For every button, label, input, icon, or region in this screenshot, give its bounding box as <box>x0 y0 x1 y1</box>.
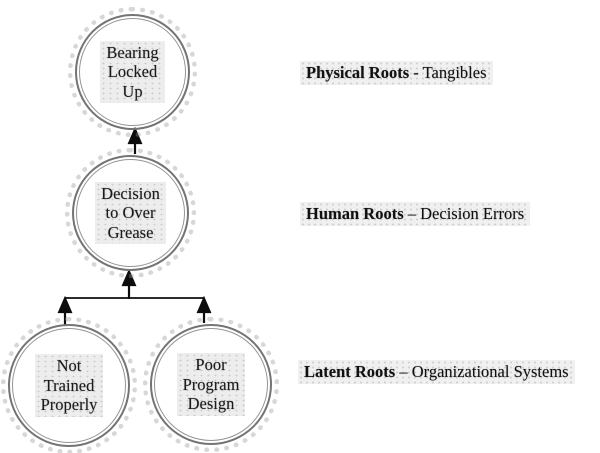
level-label-bold: Human Roots <box>306 204 404 223</box>
level-label-latent-roots: Latent Roots – Organizational Systems <box>298 360 575 384</box>
arrow-right-to-bus-head <box>196 295 212 314</box>
level-label-rest: - Tangibles <box>413 63 487 82</box>
level-label-bold: Latent Roots <box>304 362 396 381</box>
node-text-line: Trained <box>43 375 95 395</box>
node-text-line: Program <box>182 374 240 394</box>
node-text-line: to Over <box>105 203 156 223</box>
node-not-trained-properly-label: Not Trained Properly <box>34 354 104 417</box>
level-label-physical-roots: Physical Roots - Tangibles <box>300 61 493 85</box>
node-poor-program-design-label: Poor Program Design <box>176 353 246 416</box>
node-text-line: Locked <box>107 62 158 82</box>
node-text-line: Grease <box>107 222 154 242</box>
level-label-rest: – Organizational Systems <box>399 362 569 381</box>
node-decision-to-over-grease: Decision to Over Grease <box>65 148 196 278</box>
node-text-line: Not <box>56 356 82 376</box>
node-text-line: Design <box>187 394 235 414</box>
node-text-line: Properly <box>40 395 98 415</box>
arrow-left-to-bus-head <box>57 295 73 314</box>
node-text-line: Up <box>122 81 143 101</box>
node-text-line: Poor <box>195 355 227 375</box>
level-label-bold: Physical Roots <box>306 63 410 82</box>
node-decision-to-over-grease-label: Decision to Over Grease <box>95 181 166 245</box>
node-text-line: Bearing <box>106 42 159 62</box>
node-not-trained-properly: Not Trained Properly <box>1 317 137 453</box>
level-label-rest: – Decision Errors <box>407 204 525 223</box>
node-text-line: Decision <box>101 183 160 203</box>
node-poor-program-design: Poor Program Design <box>143 317 279 452</box>
node-bearing-locked-up-label: Bearing Locked Up <box>100 40 165 104</box>
level-label-human-roots: Human Roots – Decision Errors <box>300 202 531 226</box>
node-bearing-locked-up: Bearing Locked Up <box>68 7 197 137</box>
